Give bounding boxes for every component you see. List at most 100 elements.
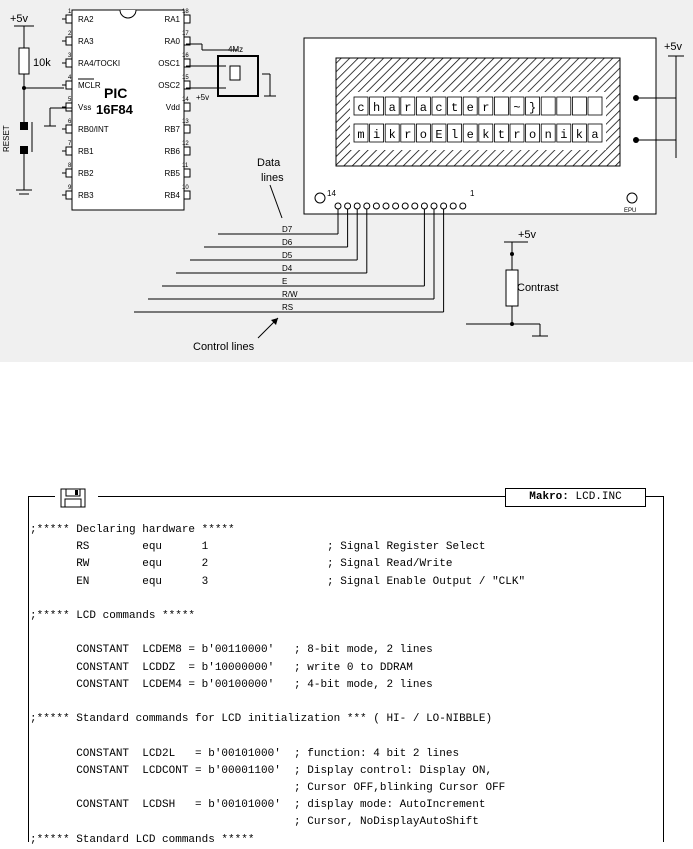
- lcd-char: c: [357, 101, 364, 115]
- chip-pin-number: 9: [68, 185, 72, 191]
- code-listing: Makro: LCD.INC ;***** Declaring hardware…: [28, 488, 664, 846]
- lcd-char: }: [529, 101, 536, 115]
- chip-pin-label: RB3: [78, 191, 94, 200]
- chip-pin-number: 12: [182, 141, 189, 147]
- lcd-connector-pin: [459, 202, 467, 210]
- vdd-supply-label: +5v: [196, 93, 209, 102]
- supply-left-label: +5v: [10, 13, 29, 25]
- lcd-char: t: [498, 128, 505, 142]
- lcd-char: n: [545, 128, 552, 142]
- chip-pin-number: 10: [182, 185, 189, 191]
- lcd-char-cell: [556, 96, 572, 116]
- lcd-connector-pin: [411, 202, 419, 210]
- control-lines-label: Control lines: [193, 341, 255, 353]
- lcd-connector-pin: [344, 202, 352, 210]
- pin-1-label: 1: [470, 189, 475, 198]
- bus-line: D5: [190, 209, 358, 261]
- lcd-char: l: [451, 128, 458, 142]
- chip-pin-number: 17: [182, 31, 189, 37]
- lcd-char-cell: [353, 96, 369, 116]
- lcd-char: E: [435, 128, 442, 142]
- bus-line: RS: [134, 209, 445, 313]
- bus-line-label: D6: [282, 238, 293, 247]
- pullup-resistor: [18, 47, 30, 75]
- chip-name-2: 16F84: [96, 102, 134, 117]
- supply-right-label: +5v: [664, 41, 683, 53]
- chip-pin-label: MCLR: [78, 81, 101, 90]
- chip-pin-label: RA0: [164, 37, 180, 46]
- lcd-char: c: [435, 101, 442, 115]
- lcd-char-cell: [447, 123, 463, 143]
- chip-pin-number: 15: [182, 75, 189, 81]
- lcd-char: e: [467, 128, 474, 142]
- lcd-char-cell: [572, 96, 587, 116]
- bus-line-label: D7: [282, 225, 293, 234]
- chip-pin-label: RB2: [78, 169, 94, 178]
- bus-line: D6: [204, 209, 349, 248]
- chip-pin-number: 1: [68, 9, 72, 15]
- macro-filename: LCD.INC: [575, 491, 622, 503]
- lcd-char: m: [357, 128, 364, 142]
- chip-pin-label: Vss: [78, 103, 91, 112]
- lcd-char-cell: [572, 123, 587, 143]
- chip-pin-label: RB1: [78, 147, 94, 156]
- lcd-connector-pin: [420, 202, 428, 210]
- lcd-char: ~: [513, 101, 520, 115]
- bus-line-label: RS: [282, 303, 293, 312]
- lcd-char-cell: [509, 123, 525, 143]
- lcd-connector-pin: [401, 202, 409, 210]
- bus-line: E: [162, 209, 425, 287]
- chip-pin-label: RA1: [164, 15, 180, 24]
- lcd-char-cell: [400, 96, 416, 116]
- lcd-char-cell: [540, 96, 556, 116]
- lcd-char-cell: [478, 123, 494, 143]
- lcd-connector-pin: [334, 202, 342, 210]
- chip-pin-number: 7: [68, 141, 72, 147]
- lcd-char-cell: [384, 96, 400, 116]
- bus-line-label: E: [282, 277, 287, 286]
- lcd-char-cell: [509, 96, 525, 116]
- lcd-char: h: [373, 101, 380, 115]
- reset-label: RESET: [2, 125, 11, 152]
- lcd-char: a: [591, 128, 598, 142]
- code-block: ;***** Declaring hardware ***** RS equ 1…: [30, 524, 526, 846]
- chip-pin-label: RB7: [164, 125, 180, 134]
- schematic-drawing: +5v 10k RESET PIC 16F84 1RA22RA33RA4/TOC…: [2, 9, 684, 353]
- contrast-label: Contrast: [517, 282, 559, 294]
- lcd-char-cell: [415, 96, 431, 116]
- chip-name-1: PIC: [104, 85, 127, 101]
- chip-pin-number: 11: [182, 163, 189, 169]
- lcd-char-cell: [400, 123, 416, 143]
- lcd-char-cell: [431, 123, 447, 143]
- chip-pin-number: 18: [182, 9, 189, 15]
- lcd-char: o: [529, 128, 536, 142]
- lcd-char: k: [482, 128, 489, 142]
- chip-pin-number: 8: [68, 163, 72, 169]
- lcd-char-cell: [462, 123, 478, 143]
- lcd-char-cell: [447, 96, 463, 116]
- lcd-char-cell: [462, 96, 478, 116]
- lcd-char-cell: [540, 123, 556, 143]
- lcd-char: t: [451, 101, 458, 115]
- lcd-char-cell: [525, 96, 540, 116]
- macro-label: Makro:: [529, 491, 569, 503]
- resistor-label: 10k: [33, 57, 51, 69]
- lcd-connector-pin: [440, 202, 448, 210]
- lcd-char-cell: [478, 96, 494, 116]
- lcd-char: e: [467, 101, 474, 115]
- chip-pin-label: RB6: [164, 147, 180, 156]
- lcd-char: o: [420, 128, 427, 142]
- bus-line-label: D4: [282, 264, 293, 273]
- chip-pin-label: RB0/INT: [78, 125, 109, 134]
- chip-pin-number: 5: [68, 97, 72, 103]
- pin-14-label: 14: [327, 189, 336, 198]
- data-lines-label-1: Data: [257, 157, 281, 169]
- chip-pin-label: OSC1: [158, 59, 180, 68]
- chip-pin-label: RB5: [164, 169, 180, 178]
- bus-line-label: R/W: [282, 290, 298, 299]
- lcd-char-cell: [587, 123, 603, 143]
- lcd-char: a: [389, 101, 396, 115]
- chip-pin-number: 3: [68, 53, 72, 59]
- bus-line: D4: [176, 209, 368, 274]
